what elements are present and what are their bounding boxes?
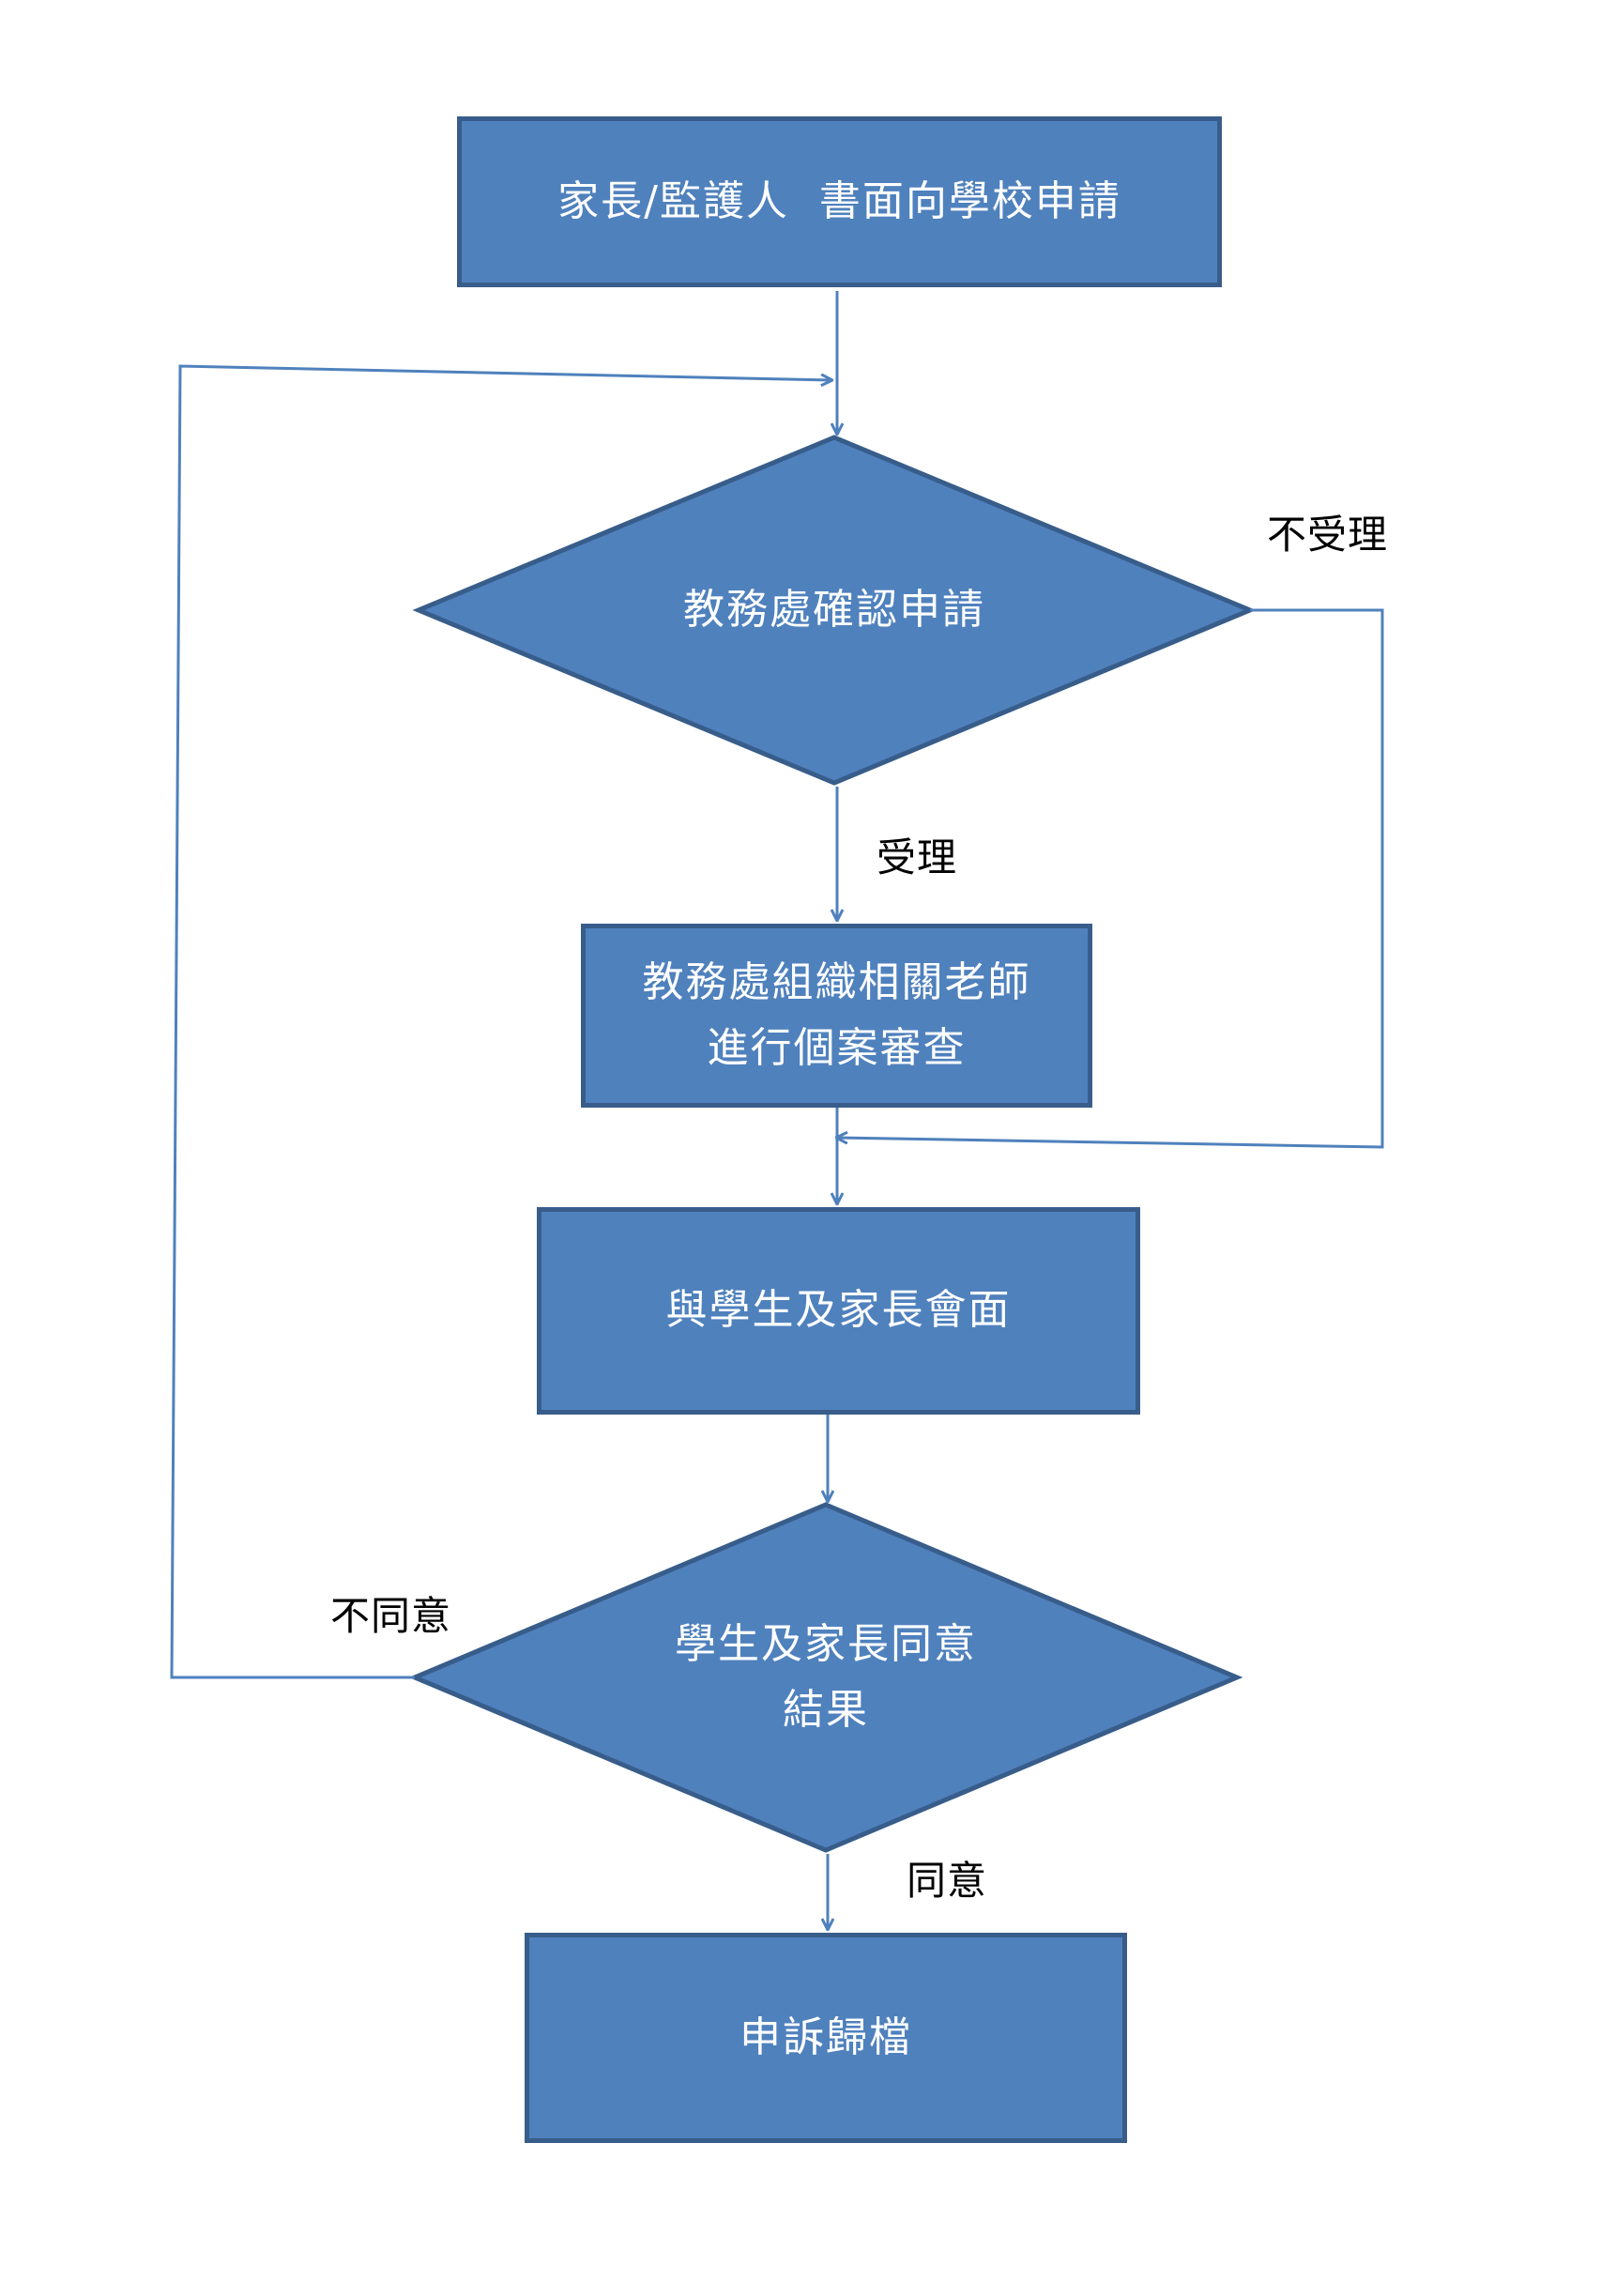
apply-node-label: 家長/監護人 書面向學校申請: [557, 176, 1121, 225]
apply-node: 家長/監護人 書面向學校申請: [457, 116, 1222, 287]
agree-decision-diamond-shape: [408, 1502, 1243, 1853]
confirm-diamond-shape: [412, 435, 1257, 786]
confirm-node-label-wrap: 教務處確認申請: [553, 563, 1116, 657]
arrow-not-accepted-loop: [837, 608, 1384, 1149]
meeting-node: 與學生及家長會面: [537, 1207, 1140, 1415]
edge-label-disagree: 不同意: [330, 1593, 452, 1639]
meeting-node-label: 與學生及家長會面: [665, 1286, 1012, 1335]
edge-label-accepted: 受理: [877, 834, 958, 880]
archive-node-label: 申訴歸檔: [739, 2013, 912, 2061]
review-node: 教務處組織相關老師 進行個案審查: [581, 924, 1092, 1108]
archive-node: 申訴歸檔: [525, 1933, 1127, 2143]
agree-decision-label-line1: 學生及家長同意: [675, 1619, 977, 1668]
review-node-label-line1: 教務處組織相關老師: [642, 957, 1031, 1006]
review-node-label-line2: 進行個案審查: [707, 1024, 967, 1072]
agree-decision-label-wrap: 學生及家長同意 結果: [544, 1607, 1107, 1748]
edge-label-agree: 同意: [907, 1858, 988, 1904]
arrow-disagree-loop: [170, 364, 831, 1679]
agree-decision-label-line2: 結果: [783, 1686, 869, 1734]
edge-label-not-accepted: 不受理: [1267, 512, 1389, 558]
confirm-node-label: 教務處確認申請: [683, 585, 985, 634]
